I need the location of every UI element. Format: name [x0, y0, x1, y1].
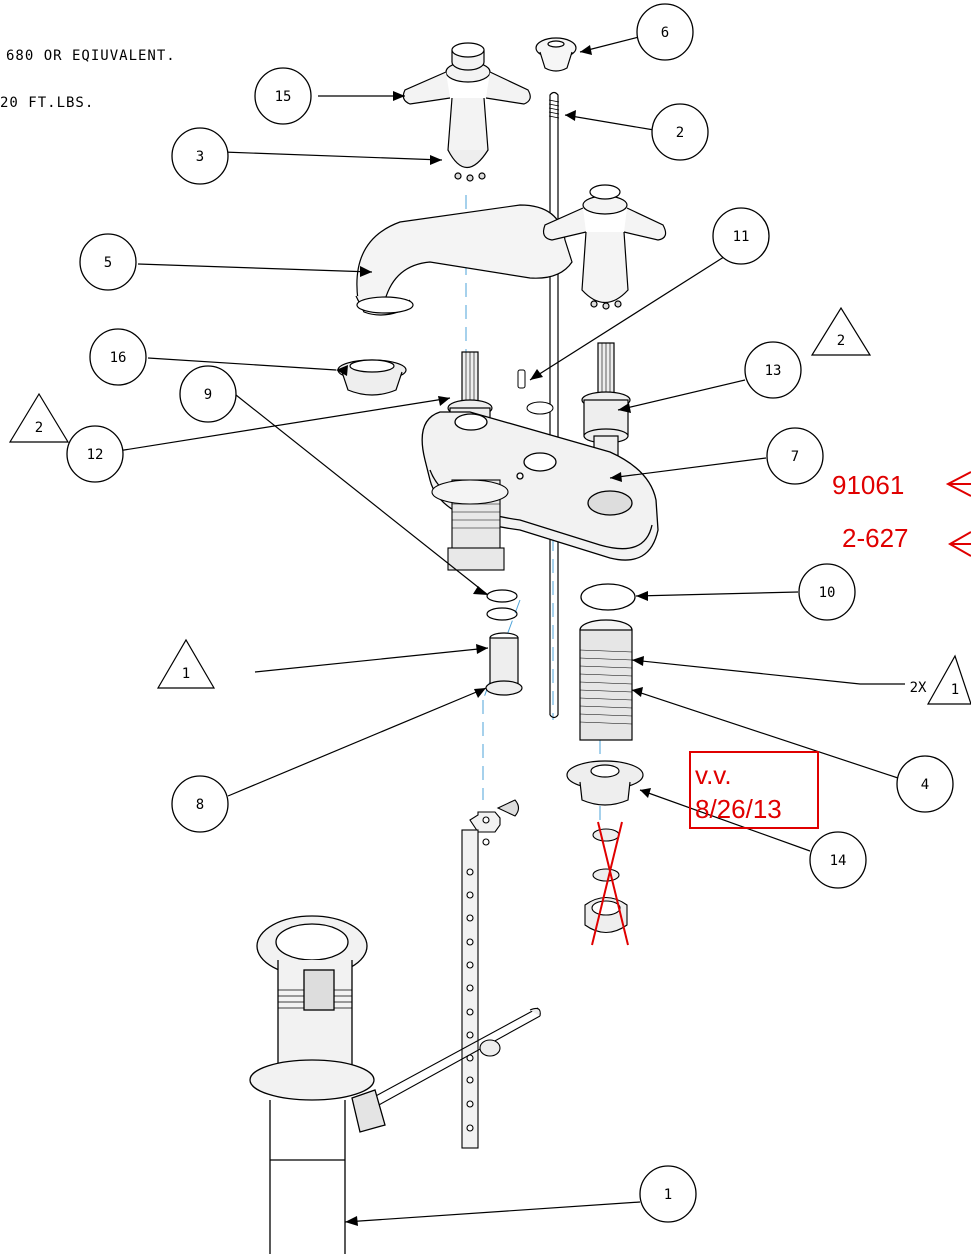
balloon-4: 4 — [921, 777, 929, 793]
leader-lines — [117, 35, 905, 1223]
balloon-7: 7 — [791, 449, 799, 465]
balloon-6: 6 — [661, 25, 669, 41]
note-line-1: 680 OR EQIUVALENT. — [6, 48, 176, 64]
rev-triangle-2-left: 2 — [35, 420, 43, 436]
balloon-14: 14 — [830, 853, 847, 869]
oring-size-annotation: 2-627 — [842, 523, 909, 553]
leader-arrowheads — [336, 45, 651, 1226]
lift-rod-knob — [535, 37, 577, 72]
balloon-15: 15 — [275, 89, 292, 105]
balloon-1: 1 — [664, 1187, 672, 1203]
balloon-8: 8 — [196, 797, 204, 813]
red-arrow-icons — [945, 471, 971, 557]
rev-triangle-1: 1 — [182, 666, 190, 682]
left-shank — [431, 479, 509, 571]
shank — [579, 619, 633, 741]
revision-triangle-labels: 2 2 1 1 2X — [35, 333, 959, 698]
spout-assembly — [355, 184, 667, 316]
delete-cross-mark — [591, 821, 629, 946]
balloon-3: 3 — [196, 149, 204, 165]
balloon-10: 10 — [819, 585, 836, 601]
approval-stamp-box — [689, 751, 819, 829]
o-ring-10 — [580, 583, 636, 611]
drain-assembly — [249, 915, 386, 1254]
balloon-11: 11 — [733, 229, 750, 245]
aerator — [337, 359, 407, 396]
washers-9 — [486, 589, 518, 621]
balloon-circles — [66, 3, 954, 1223]
pin — [517, 369, 554, 415]
approval-date: 8/26/13 — [695, 794, 782, 824]
pivot-rod — [371, 1007, 541, 1107]
rev-triangle-2-right: 2 — [837, 333, 845, 349]
balloon-16: 16 — [110, 350, 127, 366]
locknut — [566, 760, 644, 806]
rev-triangle-1-qty: 1 — [951, 682, 959, 698]
balloon-2: 2 — [676, 125, 684, 141]
approval-initials: v.v. — [695, 760, 732, 790]
balloon-9: 9 — [204, 387, 212, 403]
lift-rod — [548, 91, 560, 719]
balloon-labels: 15 6 2 3 5 11 16 13 12 7 9 10 8 4 14 1 — [87, 25, 930, 1203]
cross-handle-left — [402, 42, 531, 182]
note-line-2: 20 FT.LBS. — [0, 95, 94, 111]
lift-strap — [461, 799, 520, 1149]
revision-triangles — [8, 306, 971, 705]
check-valve — [485, 632, 523, 696]
quantity-prefix: 2X — [910, 680, 927, 696]
part-number-annotation: 91061 — [832, 470, 904, 500]
balloon-13: 13 — [765, 363, 782, 379]
cartridge-right — [581, 342, 631, 457]
balloon-5: 5 — [104, 255, 112, 271]
balloon-12: 12 — [87, 447, 104, 463]
